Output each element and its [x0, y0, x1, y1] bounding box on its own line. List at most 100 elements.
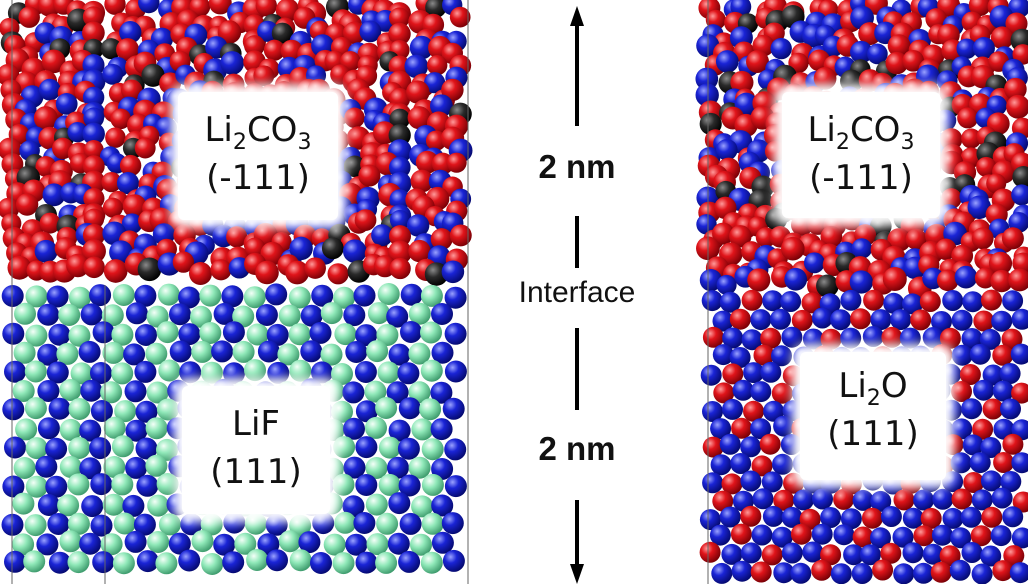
lithium-atom — [48, 397, 71, 420]
lithium-atom — [719, 433, 741, 455]
lithium-atom — [1000, 471, 1022, 492]
lithium-atom — [715, 50, 739, 73]
oxygen-atom — [759, 433, 781, 455]
lithium-atom — [400, 283, 423, 306]
oxygen-atom — [304, 257, 326, 279]
oxygen-atom — [358, 164, 381, 187]
lithium-atom — [712, 344, 734, 366]
formula-subscript: 2 — [835, 128, 850, 155]
carbon-atom — [321, 237, 344, 260]
fluorine-atom — [101, 304, 124, 327]
lithium-atom — [2, 398, 25, 421]
lithium-atom — [4, 436, 26, 459]
oxygen-atom — [746, 50, 769, 74]
fluorine-atom — [146, 381, 169, 404]
lithium-atom — [942, 471, 964, 493]
oxygen-atom — [102, 197, 123, 218]
lithium-atom — [740, 542, 762, 564]
oxygen-atom — [951, 381, 972, 402]
fluorine-atom — [243, 286, 266, 309]
lithium-atom — [700, 364, 722, 386]
fluorine-atom — [158, 359, 181, 382]
fluorine-atom — [289, 359, 312, 382]
oxygen-atom — [1002, 433, 1024, 455]
oxygen-atom — [1008, 268, 1028, 292]
lithium-atom — [973, 379, 995, 401]
fluorine-atom — [377, 361, 400, 384]
formula-subscript: 3 — [297, 128, 312, 155]
oxygen-atom — [449, 224, 472, 247]
lithium-atom — [354, 361, 377, 383]
oxygen-atom — [993, 452, 1015, 473]
lithium-atom — [82, 122, 105, 146]
oxygen-atom — [388, 240, 412, 265]
lithium-atom — [811, 307, 833, 329]
lithium-atom — [398, 474, 421, 497]
lithium-atom — [890, 309, 912, 331]
lithium-atom — [750, 381, 772, 403]
lithium-atom — [710, 418, 732, 440]
fluorine-atom — [408, 342, 431, 365]
fluorine-atom — [278, 304, 301, 327]
lithium-atom — [342, 239, 367, 264]
lithium-atom — [82, 86, 105, 109]
oxygen-atom — [342, 21, 366, 45]
scale-arrows — [570, 6, 584, 584]
lithium-atom — [696, 214, 717, 235]
oxygen-atom — [981, 289, 1002, 311]
oxygen-atom — [103, 259, 128, 283]
lithium-atom — [124, 380, 147, 403]
fluorine-atom — [112, 552, 135, 575]
carbon-atom — [1012, 165, 1028, 189]
lithium-atom — [843, 544, 865, 566]
fluorine-atom — [190, 305, 212, 328]
formula-subscript: 3 — [900, 128, 915, 155]
lithium-atom — [343, 304, 366, 327]
lithium-atom — [979, 328, 1001, 350]
lithium-atom — [125, 456, 148, 479]
lithium-atom — [220, 51, 245, 75]
lithium-atom — [999, 363, 1021, 384]
lithium-atom — [961, 328, 983, 349]
lithium-atom — [80, 303, 103, 326]
oxygen-atom — [327, 263, 349, 285]
lithium-atom — [851, 563, 873, 584]
lithium-atom — [699, 509, 721, 531]
oxygen-atom — [427, 55, 448, 76]
lithium-atom — [168, 532, 191, 555]
oxygen-atom — [39, 212, 61, 234]
oxygen-atom — [919, 291, 941, 312]
fluorine-atom — [68, 286, 91, 309]
lithium-atom — [942, 290, 964, 311]
lithium-atom — [102, 63, 124, 85]
up-arrow-head — [570, 6, 584, 26]
fluorine-atom — [420, 551, 443, 574]
lithium-atom — [135, 400, 158, 423]
lithium-atom — [311, 361, 333, 384]
lithium-atom — [962, 434, 984, 456]
oxygen-atom — [990, 26, 1014, 50]
oxygen-atom — [408, 239, 431, 263]
lithium-atom — [444, 475, 467, 498]
lithium-atom — [781, 326, 803, 348]
lithium-atom — [711, 562, 733, 584]
oxygen-atom — [33, 106, 58, 130]
lithium-atom — [55, 93, 78, 115]
lithium-atom — [971, 563, 993, 584]
lithium-atom — [802, 328, 824, 350]
oxygen-atom — [976, 156, 997, 177]
formula-part: CO — [246, 110, 298, 150]
lithium-atom — [743, 362, 765, 384]
lithium-atom — [397, 437, 420, 460]
fluorine-atom — [25, 475, 48, 498]
oxygen-atom — [861, 507, 883, 529]
oxygen-atom — [790, 523, 812, 545]
lithium-atom — [840, 327, 862, 349]
lithium-atom — [695, 67, 719, 91]
oxygen-atom — [850, 308, 872, 330]
fluorine-atom — [59, 418, 82, 441]
lithium-atom — [430, 381, 453, 404]
oxygen-atom — [1001, 227, 1024, 250]
fluorine-atom — [68, 437, 91, 459]
oxygen-atom — [7, 255, 32, 280]
